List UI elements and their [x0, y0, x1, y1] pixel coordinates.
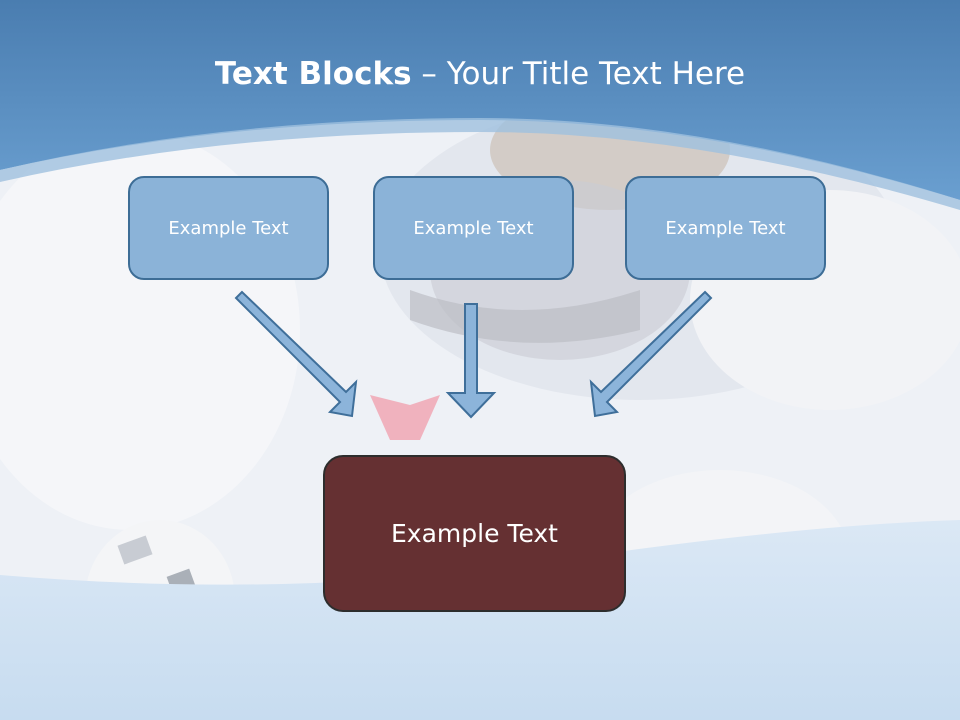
text-block-1: Example Text: [128, 176, 329, 280]
title-dash: –: [411, 56, 447, 92]
text-block-2: Example Text: [373, 176, 574, 280]
result-block: Example Text: [323, 455, 626, 612]
text-block-3: Example Text: [625, 176, 826, 280]
title-bold: Text Blocks: [214, 56, 412, 92]
page-title: Text Blocks – Your Title Text Here: [0, 54, 960, 94]
title-rest: Your Title Text Here: [446, 56, 746, 92]
